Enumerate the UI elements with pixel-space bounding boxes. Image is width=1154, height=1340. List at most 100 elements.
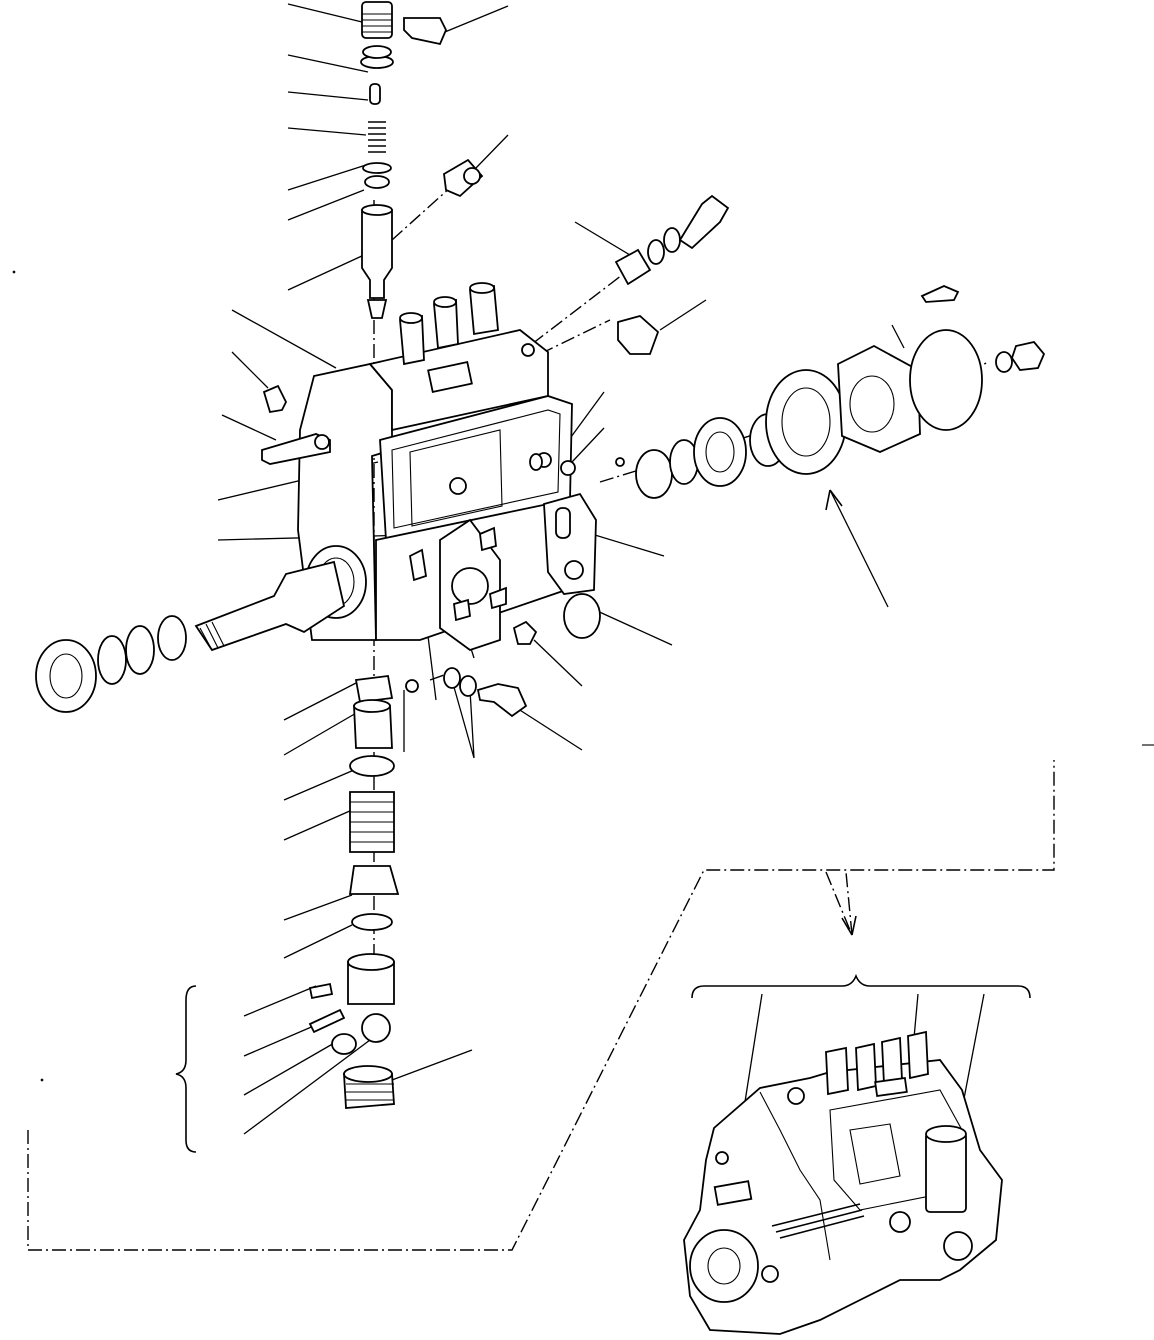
side-cover (379, 395, 573, 542)
callout-leader (243, 1041, 337, 1096)
callout-leader (243, 1024, 317, 1057)
axis-line (531, 271, 627, 345)
plug-top (343, 1065, 393, 1083)
stud (453, 598, 471, 622)
inset-detail (849, 1123, 901, 1185)
washer (647, 239, 665, 265)
tappet-pin (308, 982, 334, 1000)
bracket-hole (564, 560, 584, 580)
plug-screw (614, 248, 652, 286)
inset-fitting (907, 1030, 929, 1080)
callout-leader (571, 427, 605, 463)
lock-clip (403, 17, 447, 46)
bolt (476, 683, 528, 718)
shim (97, 635, 127, 685)
cover-bore (849, 375, 895, 433)
inset-fitting (825, 1046, 849, 1096)
detail-frame-line (27, 760, 1055, 1251)
camshaft-assembly (35, 560, 346, 713)
thread-line (362, 13, 392, 33)
nut (560, 460, 576, 476)
callout-leader (283, 769, 355, 801)
bolt-set-upper (443, 158, 730, 355)
callout-leader (743, 993, 763, 1109)
stop-lever (261, 433, 331, 465)
cover-window (409, 429, 503, 527)
camshaft (194, 560, 346, 652)
washer (459, 675, 477, 697)
cover-screw (449, 477, 467, 495)
stud (479, 526, 497, 552)
inset-filter (925, 1131, 967, 1213)
gasket (364, 175, 390, 189)
callout-leader (913, 993, 919, 1039)
arrow-head (841, 915, 857, 936)
inset-bolt (943, 1231, 973, 1261)
callout-leader (473, 134, 509, 171)
lever-nut (314, 434, 330, 450)
inset-bolt (761, 1265, 779, 1283)
callout-leader (243, 985, 317, 1017)
callout-leader (287, 91, 369, 101)
washer (995, 351, 1013, 373)
callout-leader (451, 679, 475, 759)
inset-spring (771, 1203, 865, 1239)
callout-leader (287, 54, 369, 73)
arrow-head (825, 489, 843, 511)
bearing-inner (705, 431, 735, 473)
inset-plug (787, 1087, 805, 1105)
bolt-head (463, 167, 481, 185)
roller (331, 1033, 357, 1055)
callout-leader (231, 351, 269, 389)
fitting-top (399, 312, 423, 324)
spring (368, 121, 386, 153)
axis-line (391, 185, 453, 241)
callout-leader (243, 1039, 371, 1135)
roller-pin (308, 1008, 346, 1034)
group-brace-top (691, 973, 1031, 999)
gasket (765, 369, 847, 475)
long-bolt (678, 194, 730, 250)
callout-leader (283, 681, 359, 721)
o-ring (909, 329, 983, 431)
ball-bearing (693, 417, 747, 487)
lower-spring-seat (348, 865, 400, 895)
shim (125, 625, 155, 675)
roller-ring (361, 1013, 391, 1043)
stud (409, 548, 428, 582)
o-ring (563, 593, 601, 639)
callout-leader (287, 164, 367, 191)
flange-hole (451, 567, 489, 605)
bolt (920, 285, 960, 303)
shaft-thread (199, 621, 225, 651)
cover-gasket (391, 409, 561, 529)
callout-leader (287, 127, 367, 136)
callout-leader (287, 254, 365, 291)
plug (521, 343, 535, 357)
bearing-inner (49, 653, 83, 699)
callout-leader (511, 704, 583, 751)
injection-pump-body (261, 282, 597, 652)
washer (362, 45, 392, 59)
callout-leader (829, 489, 889, 608)
breather-plug (617, 315, 660, 355)
assembled-pump-inset (683, 973, 1031, 1335)
spring-coil (350, 801, 394, 843)
inset-hub-inner (707, 1247, 741, 1285)
callout-leader (574, 221, 631, 256)
delivery-valve-body (361, 209, 393, 299)
callout-leader (287, 3, 363, 23)
axis-line (539, 319, 611, 355)
delivery-valve-stack (360, 1, 394, 373)
inset-screw (715, 1151, 729, 1165)
seal-ring (635, 449, 673, 499)
spring-seat (349, 755, 395, 777)
pin (615, 457, 625, 467)
callout-leader (533, 639, 583, 687)
detail-frame-line (825, 871, 853, 936)
plug-thread (346, 1083, 394, 1101)
shim (351, 913, 393, 931)
hex-nut (1011, 341, 1046, 371)
